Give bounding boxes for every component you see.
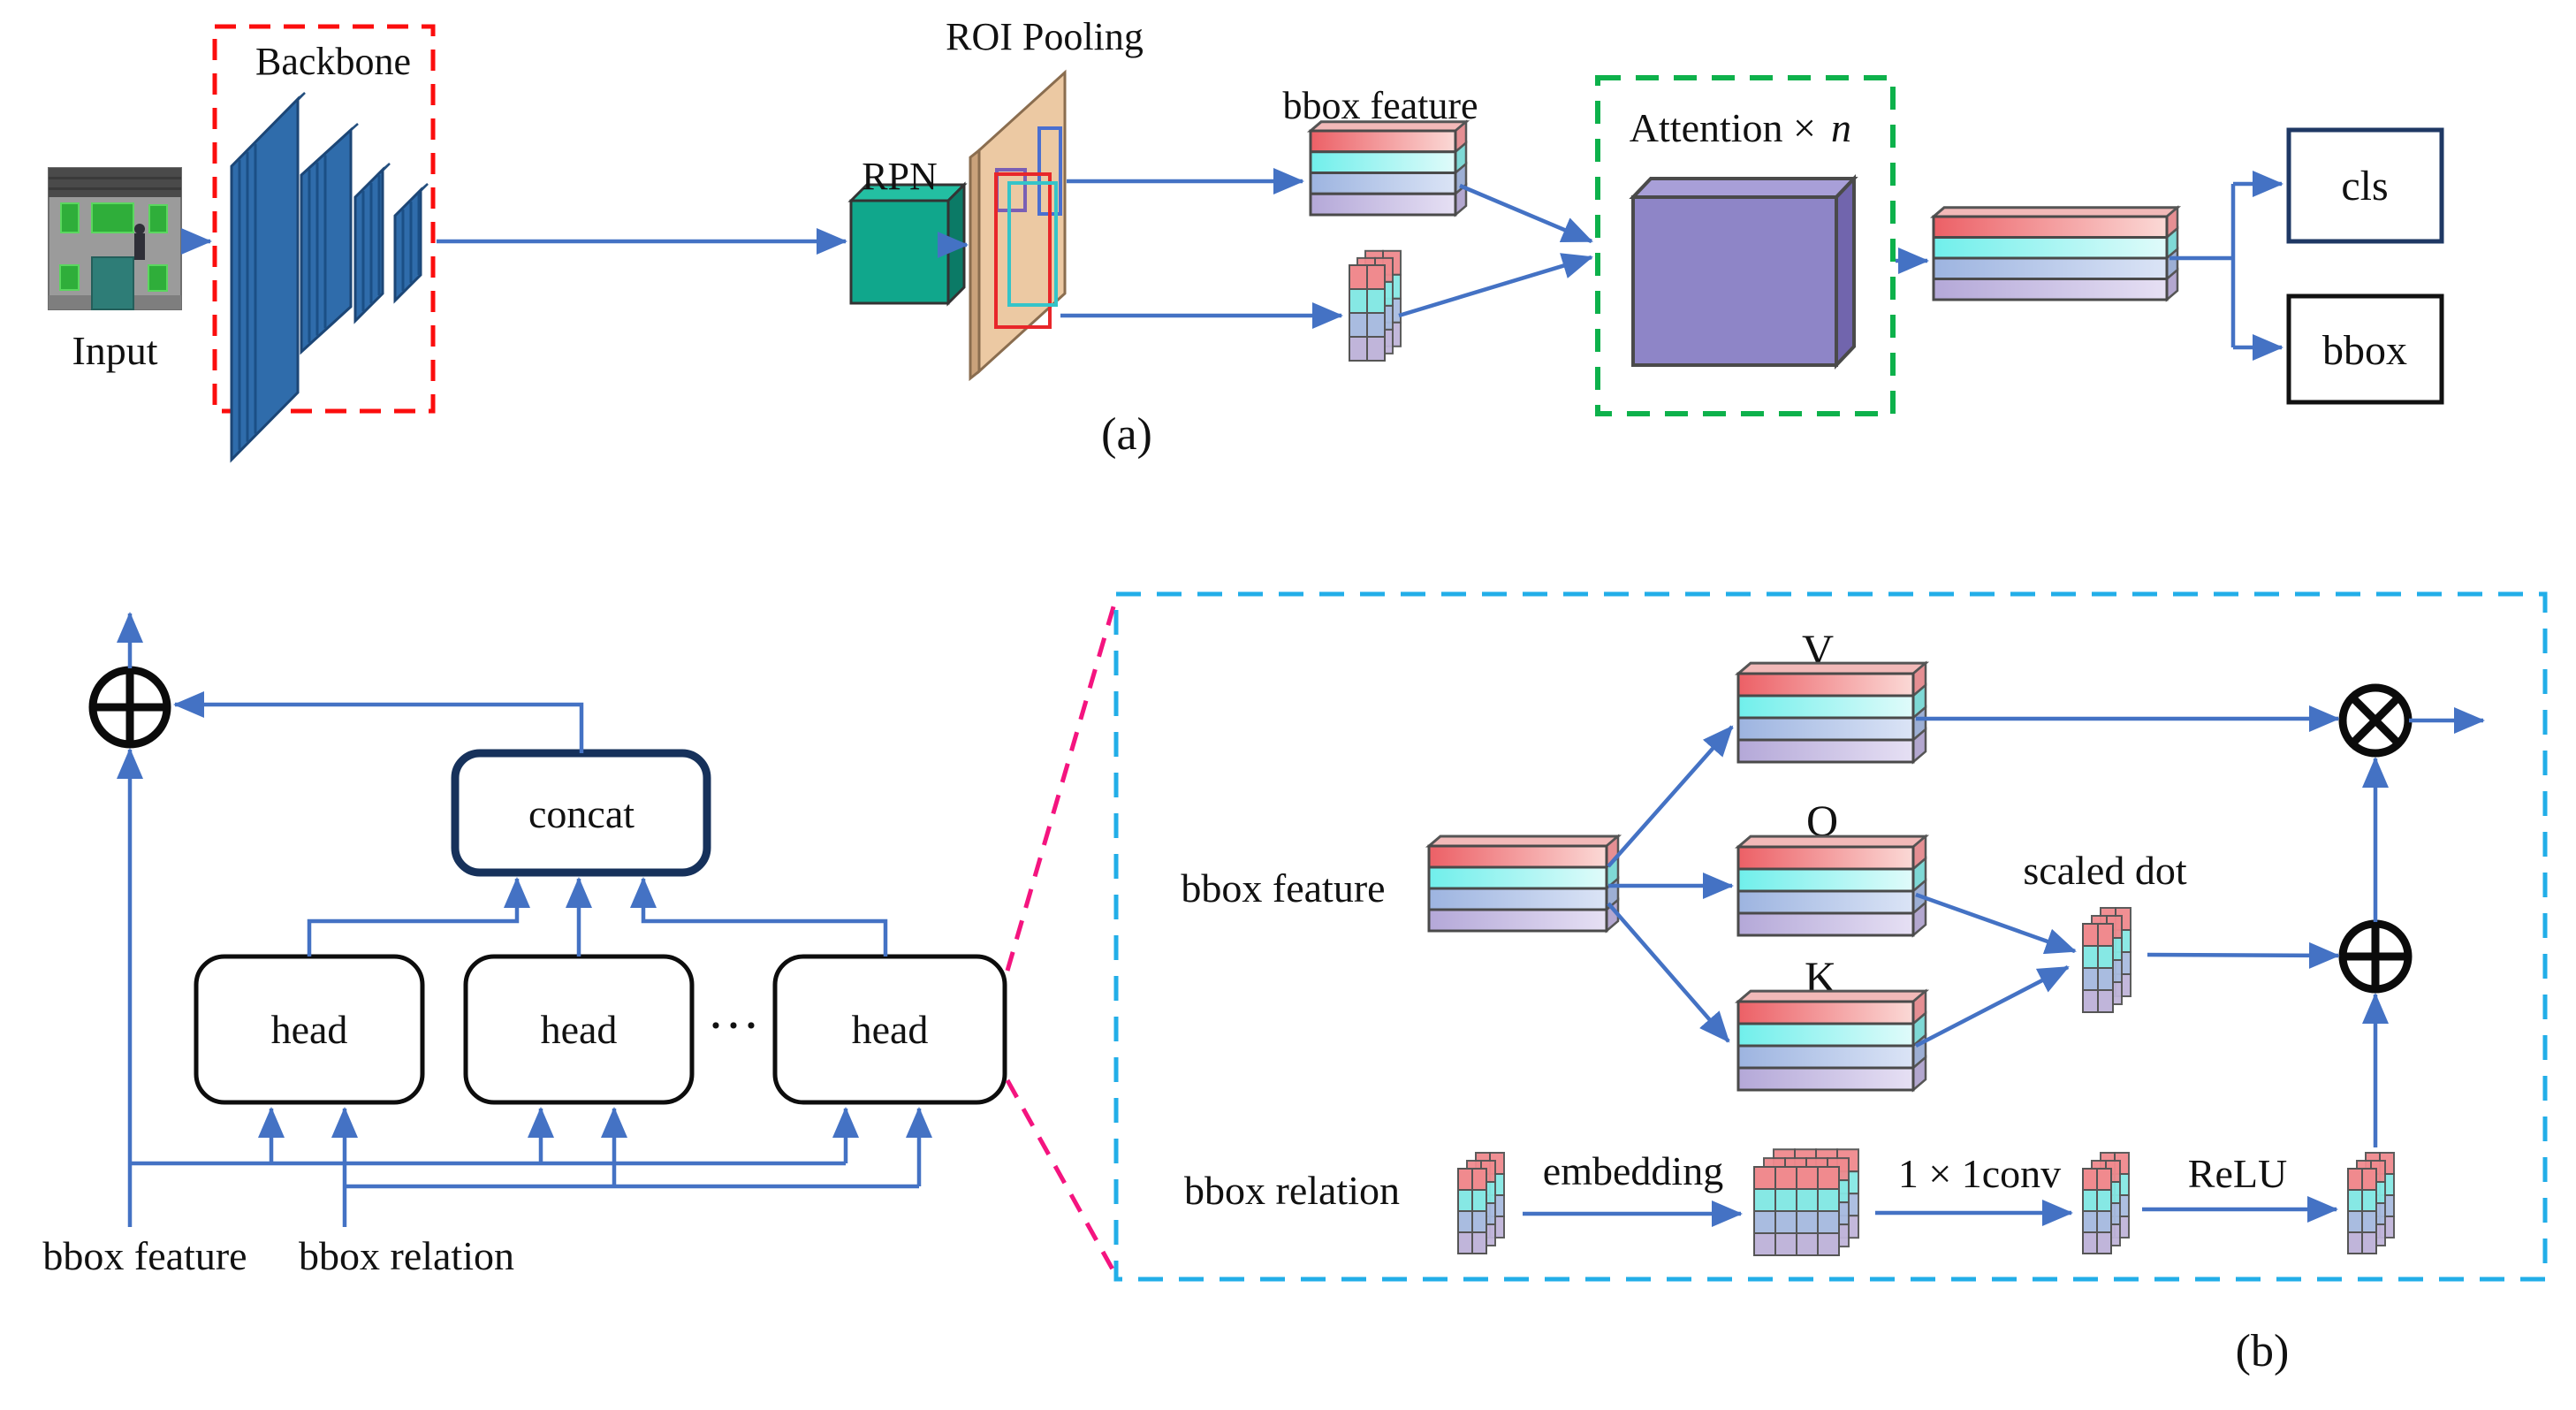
attention-block: [1629, 174, 1858, 370]
bbox-label: bbox: [2322, 327, 2407, 374]
panel-b-caption: (b): [2236, 1326, 2290, 1376]
roi-pooling-label: ROI Pooling: [946, 15, 1144, 58]
input-image: [48, 167, 182, 310]
query-slab: [1734, 834, 1930, 938]
rpn-label: RPN: [862, 155, 938, 198]
bbox-relation-input-label: bbox relation: [299, 1233, 514, 1278]
relation-output-cubes: [2347, 1152, 2395, 1254]
roi-pooling-plane: [969, 69, 1067, 382]
head-ellipsis: ···: [707, 996, 760, 1055]
cls-box: [2286, 127, 2444, 244]
attention-n-label: n: [1831, 105, 1851, 150]
add-icon: [88, 666, 171, 749]
roi-proposal-red: [994, 172, 1052, 329]
bbox-box: [2286, 293, 2444, 405]
conv-output-cubes: [2082, 1152, 2130, 1254]
bbox-feature-input-label: bbox feature: [42, 1233, 247, 1278]
attention-dashed-box: [1595, 75, 1896, 416]
head-box-3: [772, 954, 1007, 1105]
value-slab: [1734, 660, 1930, 765]
roi-proposal-cyan: [1007, 181, 1058, 307]
bbox-feature-slab: [1306, 119, 1470, 217]
head-label-3: head: [852, 1007, 929, 1052]
embedding-label: embedding: [1543, 1148, 1723, 1193]
bbox-feature-label-a: bbox feature: [1282, 84, 1478, 127]
bbox-relation-cubes: [1349, 249, 1402, 362]
backbone-dashed-box: [212, 24, 436, 414]
attention-output-slab: [1929, 205, 2182, 302]
attention-label: Attention ×: [1630, 105, 1816, 150]
rpn-block: [847, 181, 968, 307]
person-figure: [134, 224, 145, 234]
scaled-dot-cubes: [2082, 907, 2131, 1013]
scaled-dot-label: scaled dot: [2023, 848, 2186, 893]
bbox-relation-label-b: bbox relation: [1184, 1168, 1400, 1213]
panel-a-caption: (a): [1101, 409, 1152, 460]
callout-lines: [1005, 597, 1119, 1277]
concat-label: concat: [528, 791, 635, 836]
panel-a-arrows: [181, 168, 2283, 361]
input-label: Input: [72, 328, 157, 373]
bbox-feature-label-b: bbox feature: [1181, 865, 1385, 911]
head-label-2: head: [541, 1007, 618, 1052]
multiply-icon: [2338, 683, 2413, 758]
conv-label: 1 × 1conv: [1898, 1151, 2061, 1196]
relu-label: ReLU: [2188, 1151, 2287, 1196]
add-icon-detail: [2338, 919, 2413, 994]
panel-b-right-arrows: [1523, 705, 2485, 1227]
panel-b-left-arrows: [117, 612, 932, 1227]
bbox-relation-cubes-detail: [1457, 1152, 1505, 1254]
bbox-feature-slab-detail: [1425, 834, 1622, 934]
key-slab: [1734, 988, 1930, 1093]
backbone-label: Backbone: [255, 40, 411, 83]
attention-detail-dashed-box: [1113, 591, 2548, 1282]
head-label-1: head: [271, 1007, 348, 1052]
embedding-cubes: [1753, 1148, 1859, 1256]
backbone-conv-stack: [230, 92, 429, 463]
cls-label: cls: [2341, 163, 2388, 210]
